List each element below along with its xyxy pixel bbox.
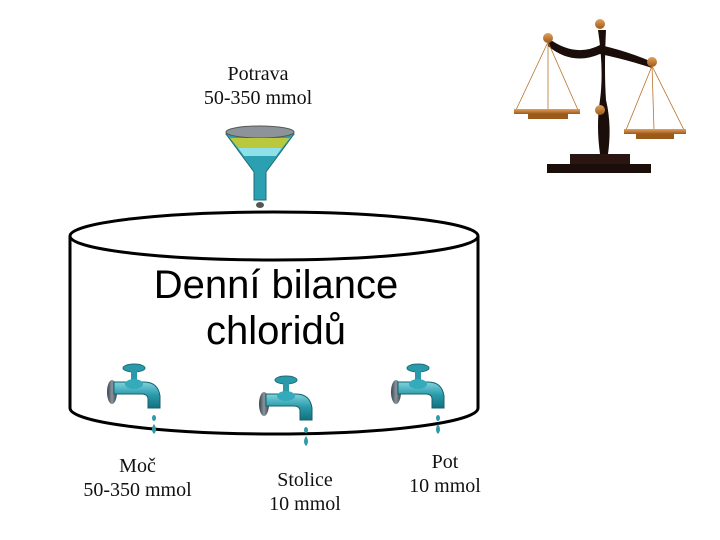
- input-range: 50-350 mmol: [203, 87, 313, 109]
- output-name: Pot: [431, 451, 459, 473]
- title-line-2: chloridů: [205, 309, 347, 353]
- page-title: Denní bilance chloridů: [76, 262, 476, 354]
- output-range: 10 mmol: [269, 493, 341, 515]
- funnel-icon: [225, 125, 295, 238]
- output-name: Moč: [119, 455, 156, 477]
- output-label-sweat: Pot 10 mmol: [370, 450, 520, 498]
- tank: [68, 210, 480, 436]
- output-range: 50-350 mmol: [83, 479, 192, 501]
- scale-icon: [514, 19, 686, 173]
- output-name: Stolice: [277, 469, 333, 491]
- input-label: Potrava 50-350 mmol: [168, 62, 348, 110]
- output-label-urine: Moč 50-350 mmol: [50, 454, 225, 502]
- output-range: 10 mmol: [409, 475, 481, 497]
- title-line-1: Denní bilance: [153, 263, 399, 307]
- output-label-stool: Stolice 10 mmol: [230, 468, 380, 516]
- input-name: Potrava: [227, 63, 289, 85]
